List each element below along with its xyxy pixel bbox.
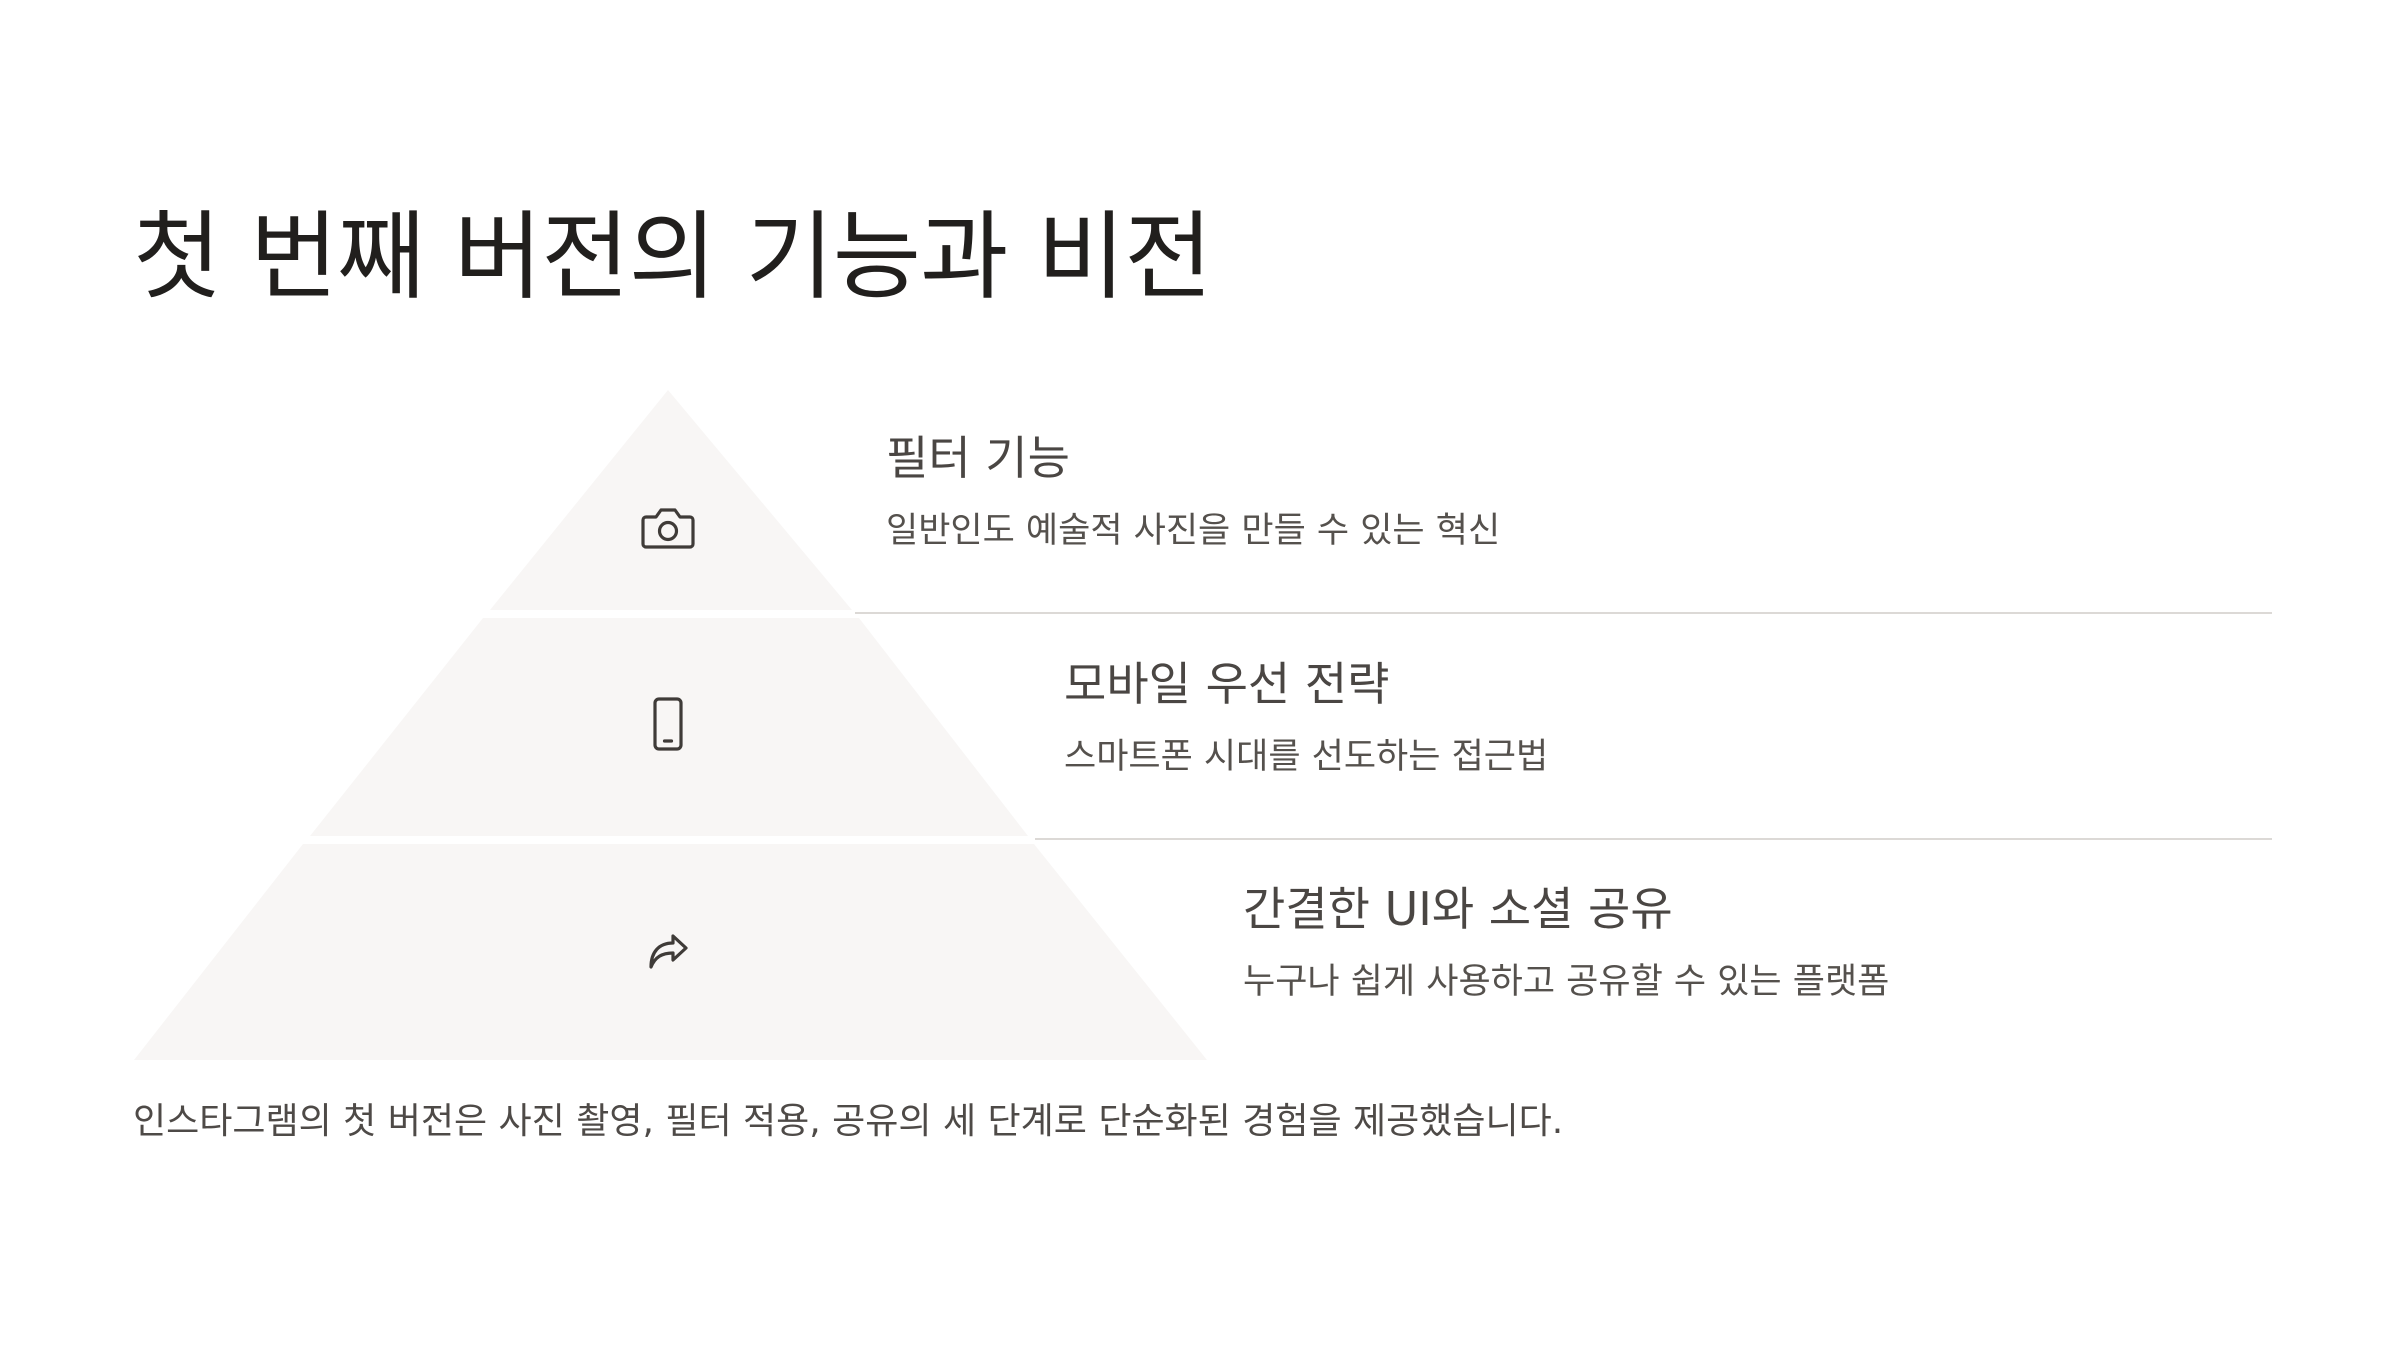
tier-text-mobile: 모바일 우선 전략 스마트폰 시대를 선도하는 접근법	[1064, 657, 1548, 778]
tier-divider-2	[1035, 838, 2272, 840]
smartphone-icon	[638, 694, 698, 754]
page-title: 첫 번째 버전의 기능과 비전	[133, 201, 1213, 313]
share-icon	[638, 922, 698, 982]
tier-text-filter: 필터 기능 일반인도 예술적 사진을 만들 수 있는 혁신	[886, 431, 1500, 552]
tier-description: 일반인도 예술적 사진을 만들 수 있는 혁신	[886, 511, 1501, 552]
tier-description: 누구나 쉽게 사용하고 공유할 수 있는 플랫폼	[1243, 962, 1890, 1003]
pyramid-tier-middle	[310, 618, 1028, 836]
tier-heading: 간결한 UI와 소셜 공유	[1243, 882, 1673, 936]
camera-icon	[638, 497, 698, 557]
tier-heading: 필터 기능	[886, 431, 1070, 485]
tier-divider-1	[855, 612, 2272, 614]
tier-description: 스마트폰 시대를 선도하는 접근법	[1064, 737, 1549, 778]
summary-text: 인스타그램의 첫 버전은 사진 촬영, 필터 적용, 공유의 세 단계로 단순화…	[133, 1101, 1564, 1142]
tier-heading: 모바일 우선 전략	[1064, 657, 1390, 711]
tier-text-social: 간결한 UI와 소셜 공유 누구나 쉽게 사용하고 공유할 수 있는 플랫폼	[1243, 882, 1889, 1003]
pyramid-tier-top	[490, 390, 852, 610]
